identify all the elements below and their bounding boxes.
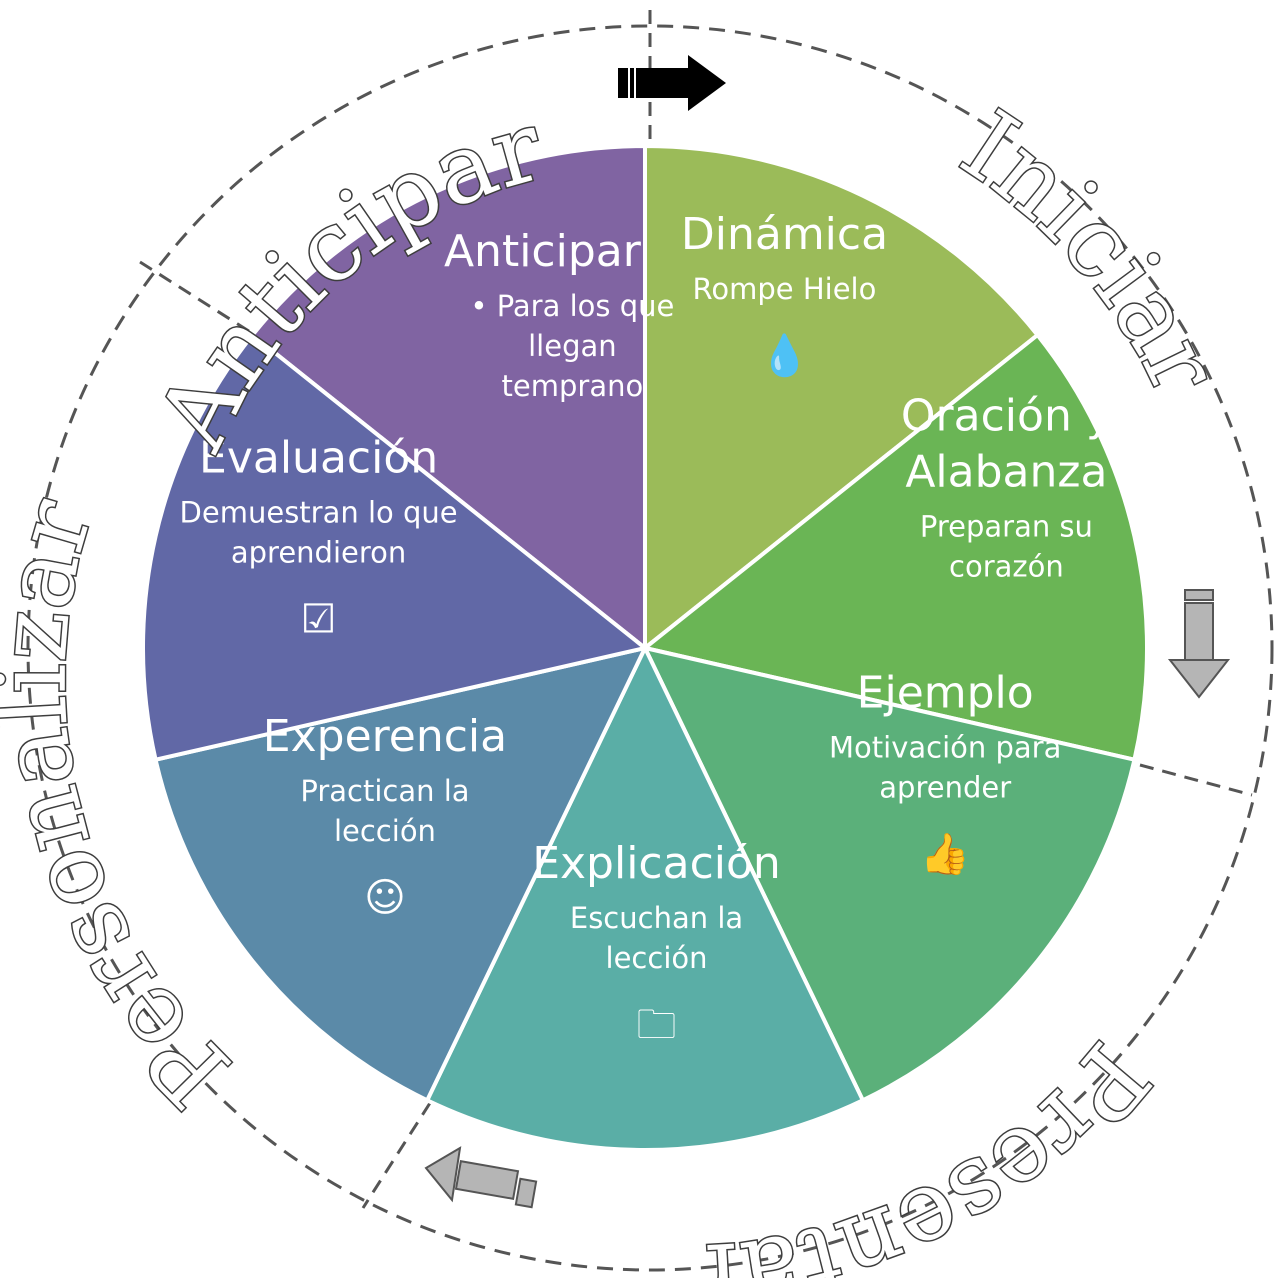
segment-line-0-2: temprano: [502, 369, 644, 403]
segment-line-2-1: corazón: [949, 550, 1064, 584]
segment-2: [640, 332, 1149, 763]
segment-line-6-1: aprendieron: [231, 536, 406, 570]
segment-line-3-0: Motivación para: [829, 731, 1061, 765]
arrow-right-icon: [618, 55, 726, 111]
segment-line-5-0: Practican la: [300, 774, 469, 808]
segment-title-1-0: Dinámica: [681, 209, 888, 260]
droplet-icon: 💧: [760, 332, 810, 379]
segment-line-1-0: Rompe Hielo: [693, 272, 877, 306]
segment-title-4-0: Explicación: [532, 838, 781, 889]
segment-6: [141, 332, 650, 763]
folder-icon: 🗀: [637, 1002, 677, 1048]
segment-line-4-1: lección: [606, 941, 708, 975]
thumbs-up-icon: 👍: [920, 831, 970, 878]
arrow-down-icon: [1167, 589, 1231, 699]
segment-title-0-0: Anticipar: [444, 226, 642, 277]
segment-title-2-0: Oración y: [901, 391, 1112, 442]
segment-title-5-0: Experencia: [263, 711, 507, 762]
segment-5: [153, 645, 649, 1103]
segment-title-6-0: Evaluación: [199, 433, 438, 484]
segment-3: [641, 645, 1137, 1103]
arrow-left-icon: [424, 1146, 538, 1209]
segment-line-3-1: aprender: [879, 771, 1011, 805]
segment-0: [249, 143, 647, 653]
smiley-icon: ☺: [364, 875, 406, 921]
segment-title-2-1: Alabanza: [905, 447, 1107, 498]
outer-dashed-ring: [26, 24, 1274, 1272]
ring-divider-right: [1139, 763, 1253, 797]
segment-1: [643, 143, 1041, 653]
checkbox-icon: ☑: [301, 597, 337, 643]
segment-line-5-1: lección: [334, 814, 436, 848]
segment-line-4-0: Escuchan la: [570, 901, 743, 935]
segment-line-6-0: Demuestran lo que: [180, 496, 458, 530]
segment-line-0-0: • Para los que: [470, 289, 674, 323]
segment-title-3-0: Ejemplo: [857, 668, 1034, 719]
segment-line-2-0: Preparan su: [920, 510, 1093, 544]
segment-4: [424, 643, 866, 1152]
ring-divider-bottom-left: [361, 1102, 432, 1209]
segment-line-0-1: llegan: [528, 329, 617, 363]
